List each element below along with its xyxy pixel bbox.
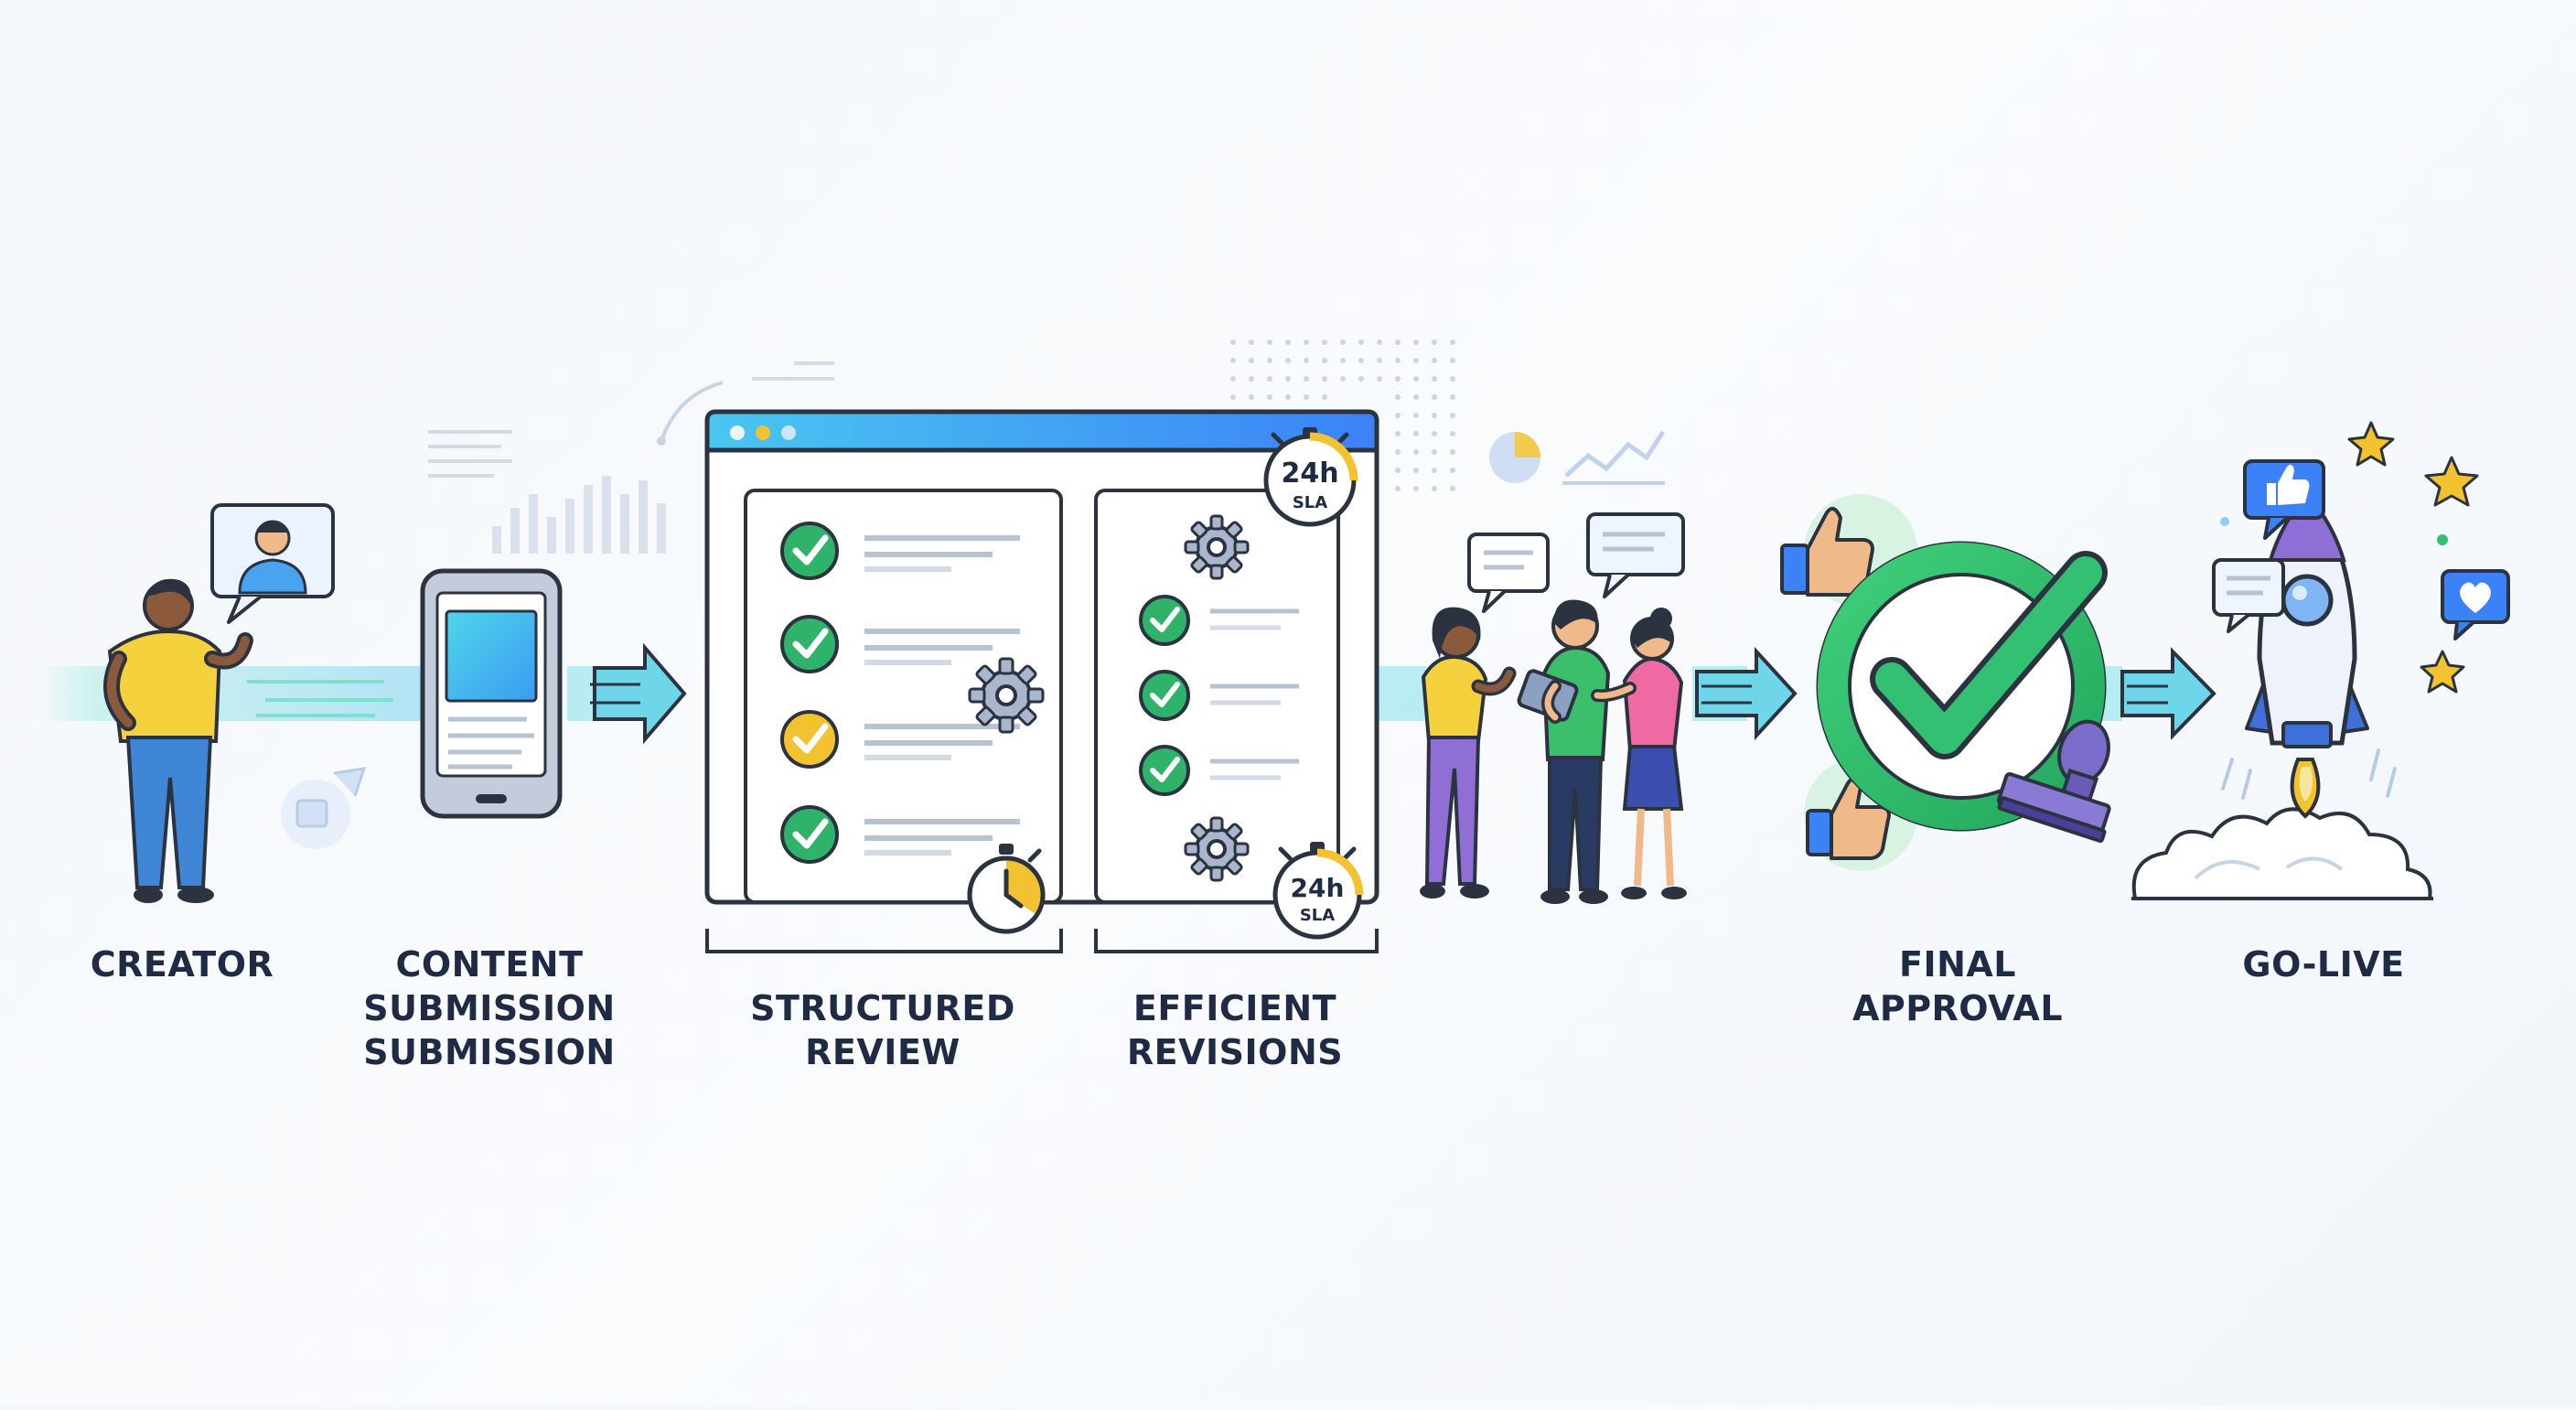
step-label-golive-line-1: GO-LIVE	[2242, 944, 2405, 985]
step-label-review-line-1: STRUCTURED	[750, 988, 1015, 1028]
heart-bubble-icon	[2441, 569, 2510, 640]
sla-badge-top: 24h SLA	[1263, 427, 1358, 527]
revisions-panel	[1139, 514, 1299, 882]
creator-figure	[103, 503, 393, 903]
step-label-approval-line-1: FINAL	[1898, 944, 2017, 985]
step-label-creator-line-1: CREATOR	[90, 944, 274, 985]
flow-arrow-4	[2095, 647, 2216, 740]
sla-badge-bottom: 24h SLA	[1272, 842, 1364, 940]
team-member-1	[1420, 607, 1517, 899]
avatar-bubble-icon	[210, 503, 335, 624]
revision-check-2	[1139, 670, 1299, 721]
step-label-review: STRUCTURED REVIEW	[746, 986, 1020, 1074]
pie-chart-icon	[1489, 432, 1540, 483]
chat-bubble-icon-left	[1467, 533, 1550, 613]
revision-check-3	[1139, 745, 1299, 796]
chat-bubble-icon-right	[1586, 512, 1685, 598]
flow-arrow-3	[1377, 646, 1798, 741]
step-label-submission-line-1: CONTENT	[395, 944, 584, 985]
step-label-revisions-line-1: EFFICIENT	[1132, 988, 1337, 1028]
sla-badge-bottom-hours: 24h	[1291, 873, 1345, 903]
rocket-launch	[2131, 421, 2510, 900]
gear-icon	[968, 657, 1045, 734]
phone-icon	[420, 430, 666, 819]
share-icon	[281, 767, 367, 849]
bg-bar-chart-icon	[492, 476, 666, 554]
step-label-submission-line-3: SUBMISSION	[363, 1032, 616, 1072]
sla-badge-top-hours: 24h	[1281, 457, 1338, 490]
team-member-2	[1517, 599, 1611, 904]
step-label-golive: GO-LIVE	[2195, 942, 2452, 986]
sla-badge-top-label: SLA	[1293, 493, 1327, 512]
check-item-3	[780, 710, 1020, 769]
step-label-submission-line-2: SUBMISSION	[363, 988, 616, 1028]
like-bubble-icon	[2243, 459, 2325, 540]
step-label-creator: CREATOR	[84, 942, 280, 986]
step-label-submission: CONTENT SUBMISSION SUBMISSION	[361, 942, 617, 1074]
gear-icon-top	[1184, 514, 1250, 580]
step-label-approval-line-2: APPROVAL	[1852, 988, 2064, 1028]
team-group	[1420, 430, 1687, 904]
approval-badge	[1780, 494, 2111, 871]
check-item-1	[780, 522, 1020, 580]
revision-check-1	[1139, 595, 1299, 646]
star-icon	[2347, 421, 2479, 694]
stopwatch-icon	[967, 844, 1046, 934]
check-item-2	[780, 615, 1020, 673]
step-label-revisions: EFFICIENT REVISIONS	[1107, 986, 1363, 1074]
gear-icon-bottom	[1184, 816, 1250, 882]
flow-band-creator	[37, 666, 421, 721]
sla-badge-bottom-label: SLA	[1300, 906, 1335, 925]
step-label-approval: FINAL APPROVAL	[1830, 942, 2086, 1030]
stamp-icon	[1996, 719, 2111, 844]
message-bubble-icon	[2212, 558, 2285, 633]
team-member-3	[1591, 608, 1687, 899]
step-label-revisions-line-2: REVISIONS	[1126, 1032, 1344, 1072]
check-item-4	[780, 805, 1020, 864]
dot-grid-deco	[1230, 339, 1455, 491]
flow-arrow-1	[567, 642, 687, 745]
line-chart-icon	[1562, 430, 1666, 485]
review-checklist	[780, 522, 1046, 934]
step-label-review-line-2: REVIEW	[805, 1032, 961, 1072]
